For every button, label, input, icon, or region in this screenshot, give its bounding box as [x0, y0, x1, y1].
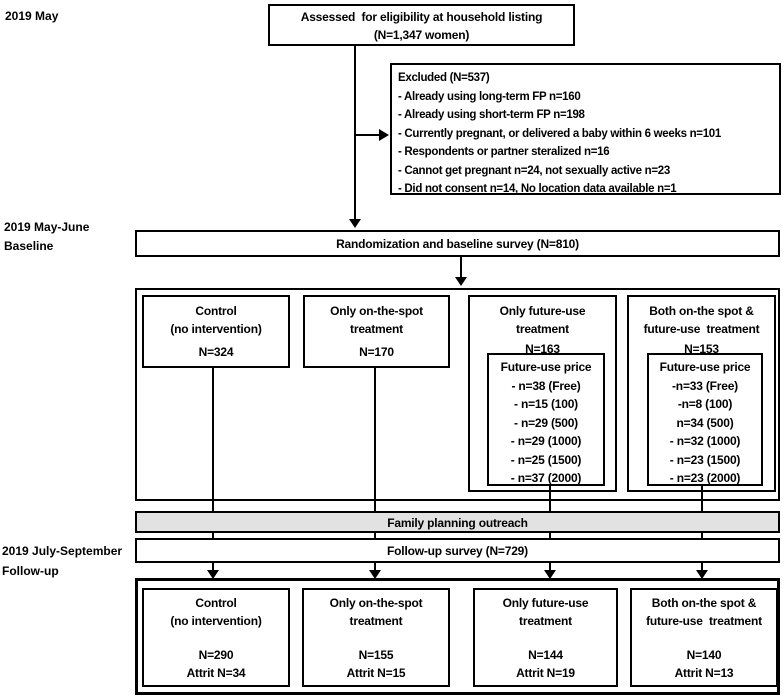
group-title-line: treatment: [350, 322, 403, 336]
randomization-box: Randomization and baseline survey (N=810…: [135, 230, 780, 257]
group-n-label: N=290: [198, 648, 234, 662]
price-item: - n=25 (1500): [510, 452, 582, 467]
group-attrit-label: Attrit N=34: [186, 666, 246, 680]
connector-eligibility-to-randomization: [354, 46, 356, 220]
followup-group-both-box: Both on-the spot & future-use treatment …: [630, 588, 778, 687]
connector-randomization-to-groups: [460, 257, 462, 278]
group-n-label: N=153: [684, 342, 719, 356]
group-title-line: future-use treatment: [646, 614, 762, 628]
connector-branch-to-excluded: [355, 134, 381, 136]
group-n-label: N=140: [686, 648, 722, 662]
excluded-title: Excluded (N=537): [398, 72, 490, 84]
excluded-item: - Cannot get pregnant n=24, not sexually…: [398, 164, 670, 177]
excluded-item: - Currently pregnant, or delivered a bab…: [398, 127, 721, 140]
excluded-item: - Already using long-term FP n=160: [398, 90, 581, 103]
excluded-item: - Respondents or partner steralized n=16: [398, 146, 610, 158]
group-n-label: N=155: [358, 648, 394, 662]
outreach-bar: Family planning outreach: [135, 511, 780, 533]
randomization-label: Randomization and baseline survey (N=810…: [336, 237, 579, 251]
price-item: -n=33 (Free): [672, 378, 738, 393]
connector-onspot-to-followup: [374, 368, 376, 571]
group-title-line: treatment: [519, 614, 572, 628]
connector-control-to-followup: [212, 368, 214, 571]
arrowhead-right-icon: [379, 129, 389, 141]
price-box-title: Future-use price: [659, 360, 751, 374]
price-box-both: Future-use price -n=33 (Free) -n=8 (100)…: [647, 353, 763, 486]
group-title-line: Only on-the-spot: [330, 304, 423, 318]
group-title-line: Both on-the spot &: [651, 596, 757, 610]
group-attrit-label: Attrit N=13: [674, 666, 734, 680]
baseline-group-onspot-box: Only on-the-spot treatment N=170: [303, 295, 450, 368]
group-title-line: Control: [195, 596, 237, 610]
price-item: - n=38 (Free): [511, 378, 581, 393]
eligibility-line-2: (N=1,347 women): [373, 28, 470, 42]
arrowhead-down-icon: [544, 570, 556, 579]
group-title-line: (no intervention): [170, 614, 262, 628]
arrowhead-down-icon: [455, 277, 467, 286]
eligibility-box: Assessed for eligibility at household li…: [268, 4, 575, 46]
price-item: -n=8 (100): [677, 397, 733, 411]
group-title-line: Only future-use: [502, 596, 589, 610]
timeline-label-follow-up: Follow-up: [2, 564, 59, 578]
group-n-label: N=324: [198, 345, 234, 359]
price-item: - n=23 (2000): [669, 471, 741, 485]
group-n-label: N=163: [525, 342, 560, 356]
price-item: - n=37 (2000): [510, 471, 582, 485]
price-box-title: Future-use price: [500, 360, 592, 374]
followup-group-onspot-box: Only on-the-spot treatment N=155 Attrit …: [302, 588, 450, 687]
group-title-line: Control: [195, 304, 237, 318]
price-item: - n=15 (100): [514, 397, 578, 411]
price-item: - n=29 (1000): [510, 434, 582, 448]
group-title-line: treatment: [349, 614, 403, 628]
price-item: - n=29 (500): [514, 415, 578, 430]
group-title-line: treatment: [516, 322, 569, 336]
price-item: - n=23 (1500): [669, 452, 741, 467]
arrowhead-down-icon: [349, 219, 361, 228]
followup-group-control-box: Control (no intervention) N=290 Attrit N…: [142, 588, 290, 687]
followup-group-futureuse-box: Only future-use treatment N=144 Attrit N…: [473, 588, 618, 687]
outreach-label: Family planning outreach: [387, 516, 528, 530]
price-item: - n=32 (1000): [669, 434, 741, 448]
group-title-line: Only future-use: [499, 304, 586, 318]
group-attrit-label: Attrit N=15: [346, 666, 406, 680]
excluded-box: Excluded (N=537) - Already using long-te…: [390, 63, 781, 195]
followup-survey-box: Follow-up survey (N=729): [135, 538, 780, 563]
group-attrit-label: Attrit N=19: [516, 666, 575, 680]
price-item: n=34 (500): [676, 415, 734, 430]
followup-survey-label: Follow-up survey (N=729): [387, 544, 528, 558]
group-title-line: Only on-the-spot: [329, 596, 423, 610]
baseline-group-control-box: Control (no intervention) N=324: [142, 295, 290, 368]
timeline-label-2019-may-june: 2019 May-June: [4, 220, 90, 234]
price-box-futureuse: Future-use price - n=38 (Free) - n=15 (1…: [487, 353, 605, 486]
group-title-line: (no intervention): [170, 322, 262, 336]
timeline-label-2019-may: 2019 May: [5, 9, 59, 23]
arrowhead-down-icon: [696, 570, 708, 579]
timeline-label-baseline: Baseline: [4, 239, 54, 253]
excluded-item: - Already using short-term FP n=198: [398, 109, 585, 121]
timeline-label-2019-july-september: 2019 July-September: [2, 544, 123, 558]
arrowhead-down-icon: [369, 570, 381, 579]
excluded-item: - Did not consent n=14, No location data…: [398, 183, 677, 195]
arrowhead-down-icon: [207, 570, 219, 579]
group-n-label: N=170: [359, 345, 394, 359]
eligibility-line-1: Assessed for eligibility at household li…: [300, 10, 543, 24]
group-n-label: N=144: [528, 648, 563, 662]
group-title-line: Both on-the spot &: [649, 304, 754, 318]
group-title-line: future-use treatment: [643, 322, 760, 336]
